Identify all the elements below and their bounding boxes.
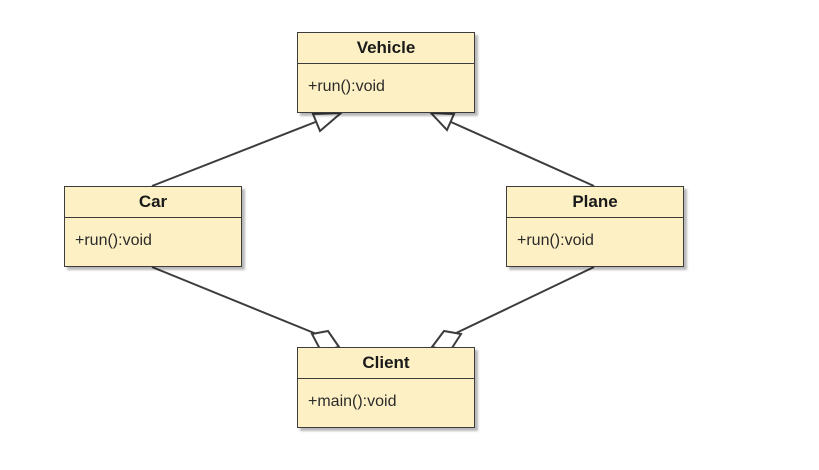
class-operation: +run():void [517, 232, 594, 249]
class-vehicle[interactable]: Vehicle +run():void [297, 32, 475, 113]
aggregation-client-plane [430, 266, 595, 353]
class-name: Client [298, 348, 474, 379]
generalization-plane-vehicle [428, 111, 595, 187]
class-name: Car [65, 187, 241, 218]
hollow-triangle-arrowhead [311, 111, 344, 133]
hollow-triangle-arrowhead [428, 111, 456, 132]
class-operation: +main():void [308, 393, 397, 410]
aggregation-client-car [151, 266, 341, 353]
class-client[interactable]: Client +main():void [297, 347, 475, 428]
class-car[interactable]: Car +run():void [64, 186, 242, 267]
class-operation: +run():void [308, 78, 385, 95]
class-operation: +run():void [75, 232, 152, 249]
class-plane[interactable]: Plane +run():void [506, 186, 684, 267]
class-name: Plane [507, 187, 683, 218]
generalization-car-vehicle [151, 111, 344, 187]
class-name: Vehicle [298, 33, 474, 64]
